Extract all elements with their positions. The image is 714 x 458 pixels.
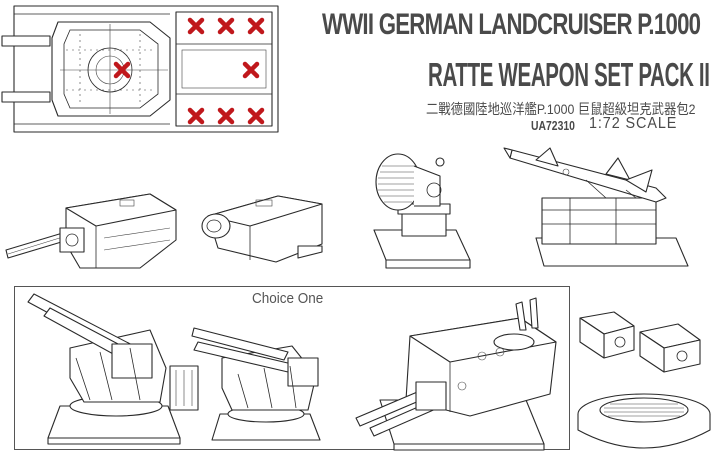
scale-label: 1:72 SCALE (589, 115, 678, 132)
choice-one-label: Choice One (252, 290, 324, 307)
title-line-1: WWII GERMAN LANDCRUISER P.1000 (322, 8, 701, 41)
choice-one-frame (14, 286, 570, 450)
searchlight-mount (373, 153, 471, 269)
missile-launcher (503, 147, 689, 267)
twin-aa-gun-small (191, 327, 321, 441)
turret-round-mantlet (201, 195, 323, 263)
product-code: UA72310 (531, 118, 575, 133)
hull-plan-diagram (1, 5, 279, 133)
twin-aa-gun-large (27, 293, 199, 445)
cross-mark-icon (113, 17, 265, 125)
title-chinese: 二戰德國陸地巡洋艦P.1000 巨鼠超級坦克武器包2 (426, 101, 696, 117)
loose-parts (577, 311, 711, 449)
turret-long-barrel (5, 193, 177, 269)
title-line-2: RATTE WEAPON SET PACK II (428, 56, 710, 93)
twin-turret-large (355, 297, 557, 451)
